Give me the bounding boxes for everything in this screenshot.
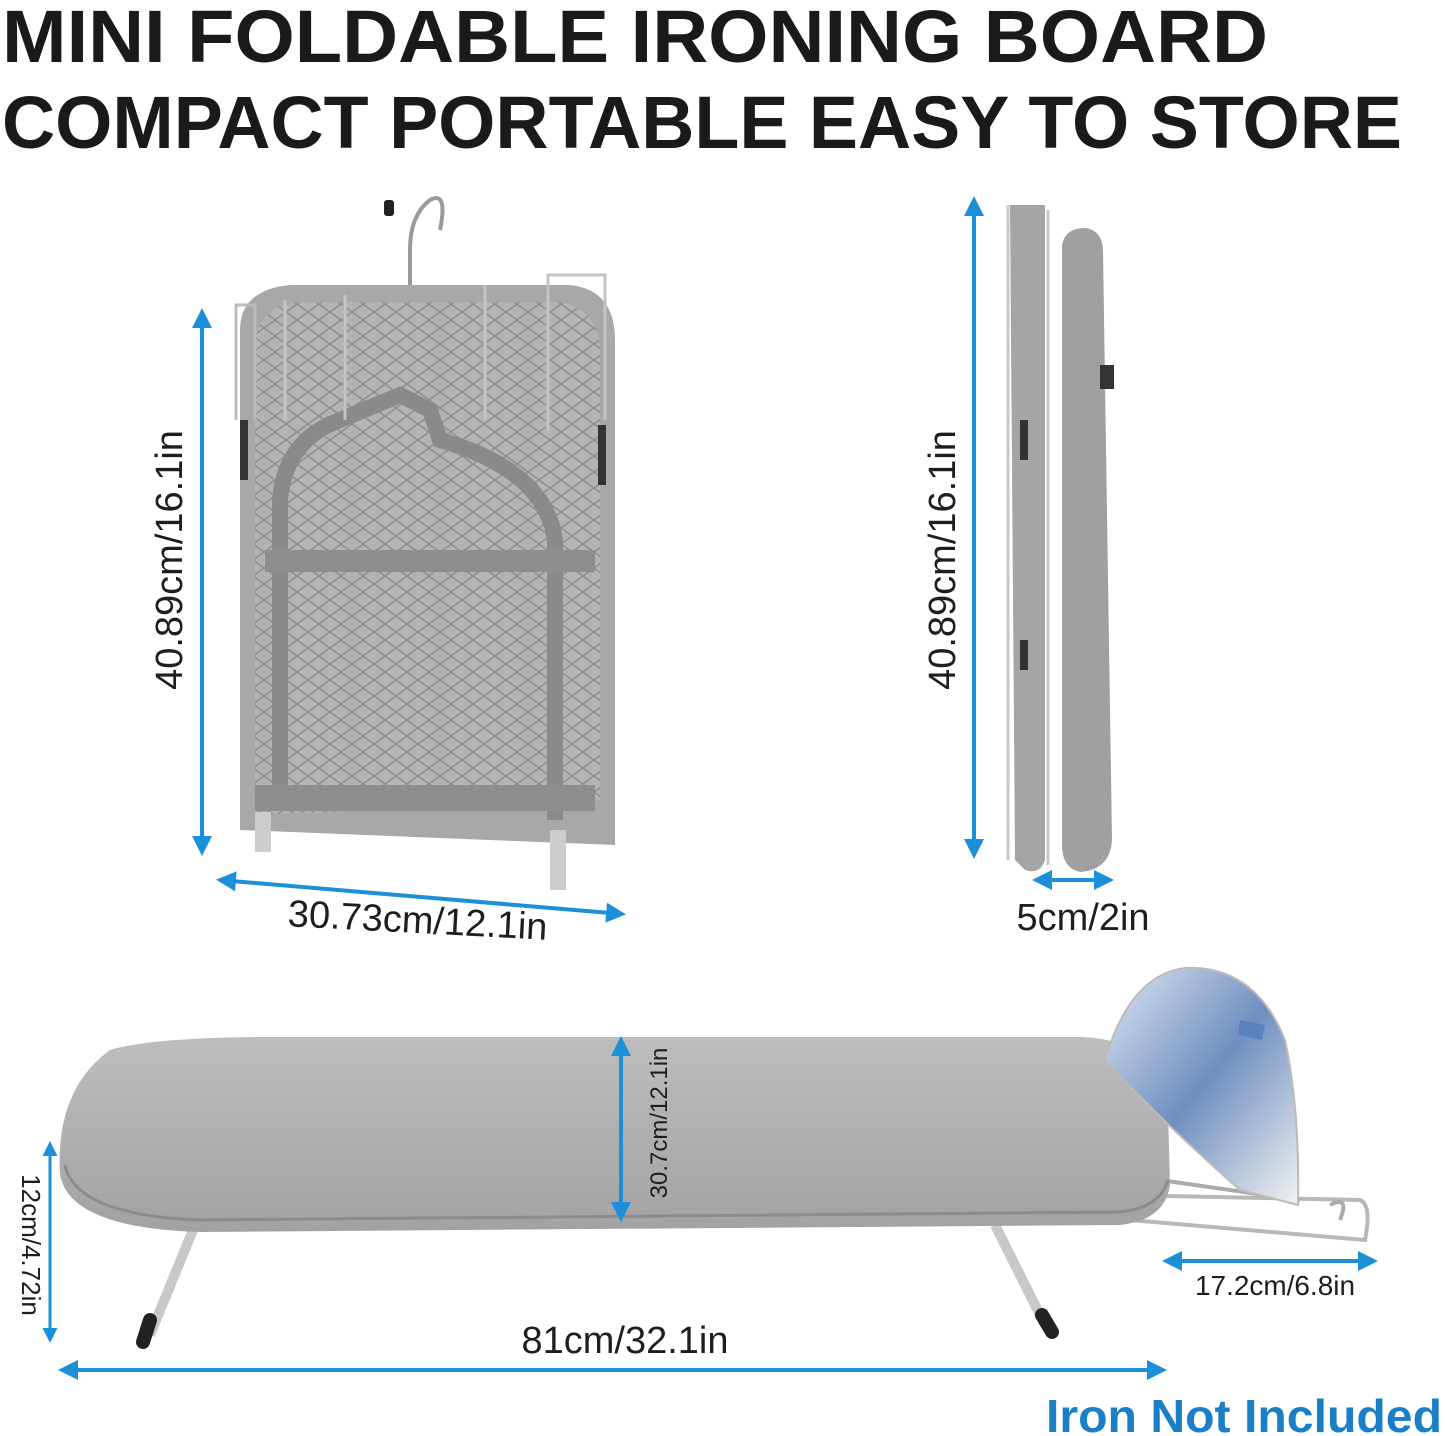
side-height-label: 40.89cm/16.1in [922,430,964,690]
unfolded-board-image [59,966,1370,1349]
title-line-2: COMPACT PORTABLE EASY TO STORE [2,81,1402,164]
front-width-label: 30.73cm/12.1in [287,893,549,949]
length-label: 81cm/32.1in [521,1320,728,1362]
folded-board-front-image [234,196,615,890]
board-width-label: 30.7cm/12.1in [646,1048,673,1199]
title-line-1: MINI FOLDABLE IRONING BOARD [2,0,1268,78]
front-width-arrow [216,871,626,923]
iron-not-included-note: Iron Not Included [1046,1390,1442,1436]
leg-height-label: 12cm/4.72in [16,1174,46,1316]
front-height-label: 40.89cm/16.1in [149,430,191,690]
side-thickness-label: 5cm/2in [1016,897,1149,939]
rack-length-label: 17.2cm/6.8in [1195,1270,1355,1301]
folded-board-side-image [1006,205,1114,872]
